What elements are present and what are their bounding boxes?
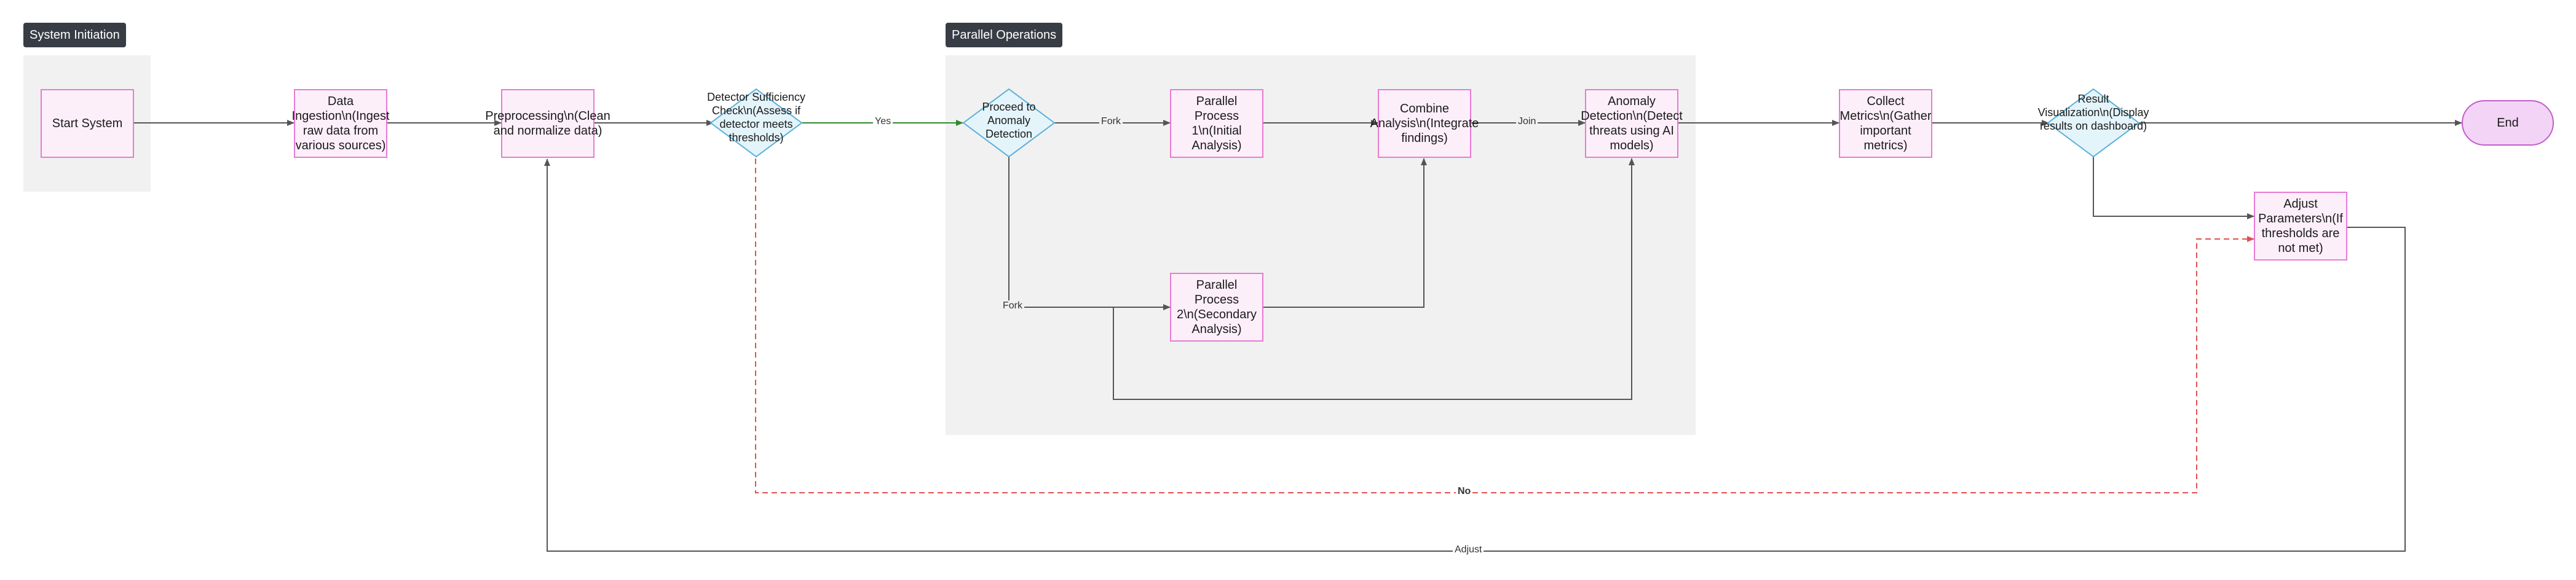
join-edge-label: Join [1516,116,1538,127]
end-node[interactable]: End [2462,100,2554,146]
parallel2-label: Parallel Process 2\n(Secondary Analysis) [1176,278,1257,336]
visualization-diamond [2047,88,2140,158]
metrics-label: Collect Metrics\n(Gather important metri… [1839,95,1932,152]
system-initiation-title: System Initiation [23,23,126,47]
preprocessing-node[interactable]: Preprocessing\n(Clean and normalize data… [485,89,610,158]
parallel-operations-group [946,55,1696,435]
adjust-label: Adjust Parameters\n(If thresholds are no… [2258,197,2343,255]
edge-visualization-adjust [2093,157,2254,219]
no-edge-label: No [1456,486,1473,497]
ingestion-label: Data Ingestion\n(Ingest raw data from va… [291,95,390,152]
proceed-label[interactable]: Proceed to Anomaly Detection [982,101,1036,140]
start-node[interactable]: Start System [41,89,134,158]
sufficiency-label[interactable]: Detector Sufficiency Check\n(Assess if d… [707,91,805,144]
end-label: End [2497,116,2519,130]
start-label: Start System [52,117,123,130]
adjust-node[interactable]: Adjust Parameters\n(If thresholds are no… [2254,192,2347,261]
ingestion-node[interactable]: Data Ingestion\n(Ingest raw data from va… [292,89,390,158]
combine-node[interactable]: Combine Analysis\n(Integrate findings) [1370,89,1479,158]
metrics-node[interactable]: Collect Metrics\n(Gather important metri… [1839,89,1932,158]
parallel2-node[interactable]: Parallel Process 2\n(Secondary Analysis) [1170,273,1263,342]
preprocessing-label: Preprocessing\n(Clean and normalize data… [485,109,610,138]
parallel-operations-title: Parallel Operations [946,23,1063,47]
proceed-diamond [962,88,1056,158]
yes-edge-label: Yes [873,116,893,127]
visualization-label[interactable]: Result Visualization\n(Display results o… [2037,93,2149,132]
edge-no [755,159,2254,493]
anomaly-node[interactable]: Anomaly Detection\n(Detect threats using… [1581,89,1683,158]
edge-fork2 [1008,157,1171,310]
anomaly-label: Anomaly Detection\n(Detect threats using… [1581,95,1683,152]
edge-adjust-loop [544,159,2406,552]
adjust-edge-label: Adjust [1453,544,1484,555]
parallel1-node[interactable]: Parallel Process 1\n(Initial Analysis) [1170,89,1263,158]
fork1-edge-label: Fork [1099,116,1123,127]
parallel1-label: Parallel Process 1\n(Initial Analysis) [1191,95,1242,152]
combine-label: Combine Analysis\n(Integrate findings) [1370,102,1479,145]
fork2-edge-label: Fork [1001,300,1024,312]
edge-bypass-anomaly [1113,158,1635,400]
edge-parallel2-combine [1263,158,1427,308]
sufficiency-diamond [709,88,803,158]
